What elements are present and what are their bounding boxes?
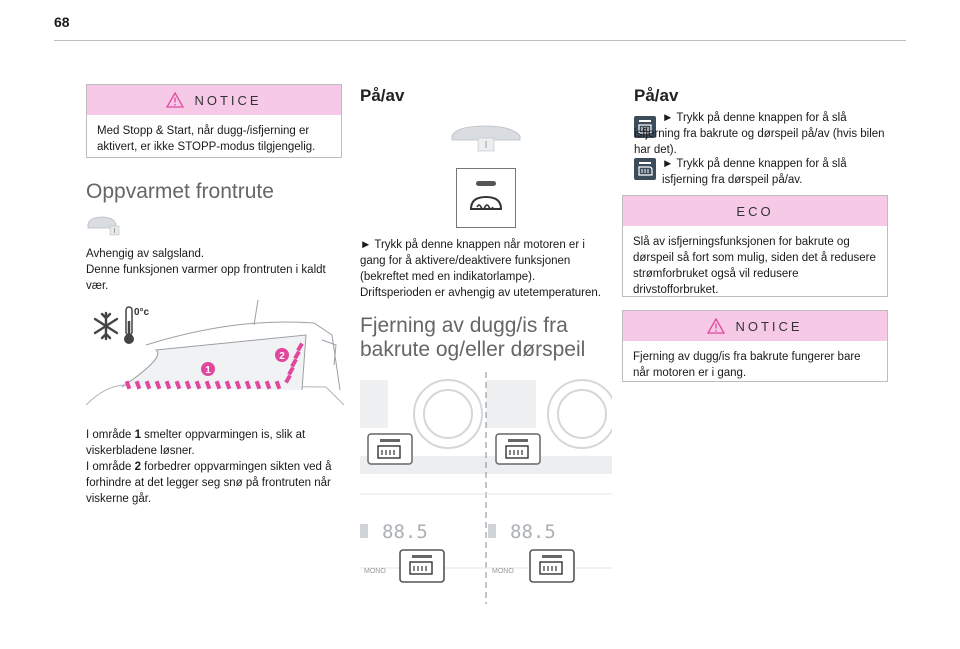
header-rule bbox=[54, 40, 906, 41]
windscreen-illustration: 0°c 1 2 bbox=[86, 299, 344, 406]
mono-label-right: MONO bbox=[492, 568, 514, 575]
item2-text: ► Trykk på denne knappen for å slå isfje… bbox=[662, 158, 847, 186]
car-equipment-icon-2 bbox=[451, 125, 521, 152]
eco-text: Slå av isfjerningsfunksjonen for bakrute… bbox=[633, 236, 876, 296]
zone2-num: 2 bbox=[134, 461, 141, 473]
sales-country-text: Avhengig av salgsland. bbox=[86, 248, 205, 260]
eco-box: ECO Slå av isfjerningsfunksjonen for bak… bbox=[622, 195, 888, 297]
windscreen-heating-icon bbox=[469, 181, 503, 210]
zone1-num: 1 bbox=[134, 429, 141, 441]
zone-1-label: 1 bbox=[205, 365, 211, 376]
mirror-defrost-instruction: ► Trykk på denne knappen for å slå isfje… bbox=[634, 156, 888, 188]
mono-label-left: MONO bbox=[364, 568, 386, 575]
function-description-text: Denne funksjonen varmer opp frontruten i… bbox=[86, 264, 326, 292]
zone2-post: forbedrer oppvarmingen sikten ved å forh… bbox=[86, 461, 332, 505]
notice-text-2: Fjerning av dugg/is fra bakrute fungerer… bbox=[633, 351, 861, 379]
mirror-defrost-button-bottom[interactable] bbox=[529, 549, 575, 583]
on-off-instruction: ► Trykk på denne knappen når motoren er … bbox=[360, 239, 585, 283]
notice-header: NOTICE bbox=[87, 85, 341, 115]
temperature-label: 0°c bbox=[134, 307, 150, 318]
zone1-pre: I område bbox=[86, 429, 135, 441]
page-number: 68 bbox=[54, 14, 70, 30]
mirror-defrost-icon bbox=[634, 158, 656, 180]
zone-1-marker bbox=[201, 362, 215, 376]
item1-text: ► Trykk på denne knappen for å slå isfje… bbox=[634, 112, 885, 156]
notice-header-2: NOTICE bbox=[623, 311, 887, 341]
operating-period-note: Driftsperioden er avhengig av utetempera… bbox=[360, 287, 602, 299]
eco-header: ECO bbox=[623, 196, 887, 226]
console-illustration: 88.5 88.5 MONO MONO bbox=[360, 372, 612, 604]
zone-2-label: 2 bbox=[279, 351, 285, 362]
zone-2-marker bbox=[275, 348, 289, 362]
heating-zone-2 bbox=[284, 342, 304, 384]
zone1-post: smelter oppvarmingen is, slik at viskerb… bbox=[86, 429, 306, 457]
rear-defrost-icon bbox=[634, 116, 656, 138]
notice-text: Med Stopp & Start, når dugg-/isfjerning … bbox=[97, 125, 316, 153]
rear-defrost-instruction: ► Trykk på denne knappen for å slå isfje… bbox=[634, 110, 888, 158]
windscreen-defrost-button[interactable] bbox=[456, 168, 516, 228]
notice-label-2: NOTICE bbox=[735, 318, 803, 334]
rear-defrost-button-top[interactable] bbox=[367, 433, 413, 465]
rear-defrost-button-bottom[interactable] bbox=[399, 549, 445, 583]
notice-box: NOTICE Med Stopp & Start, når dugg-/isfj… bbox=[86, 84, 342, 158]
eco-label: ECO bbox=[736, 203, 774, 219]
display-left: 88.5 bbox=[382, 521, 428, 543]
on-off-heading-2: På/av bbox=[634, 86, 679, 105]
snowflake-icon bbox=[93, 311, 119, 341]
warning-icon bbox=[707, 318, 726, 334]
on-off-heading: På/av bbox=[360, 86, 405, 105]
display-right: 88.5 bbox=[510, 521, 556, 543]
zone-description: I område 1 smelter oppvarmingen is, slik… bbox=[86, 427, 344, 507]
notice-box-2: NOTICE Fjerning av dugg/is fra bakrute f… bbox=[622, 310, 888, 382]
car-equipment-icon bbox=[87, 216, 120, 236]
warning-icon bbox=[166, 92, 185, 108]
zone2-pre: I område bbox=[86, 461, 135, 473]
thermometer-icon bbox=[124, 306, 134, 344]
heating-zone-1 bbox=[124, 380, 282, 390]
mirror-defrost-button-top[interactable] bbox=[495, 433, 541, 465]
rear-defrost-heading: Fjerning av dugg/is fra bakrute og/eller… bbox=[360, 314, 586, 361]
notice-label: NOTICE bbox=[194, 92, 262, 108]
heated-windscreen-heading: Oppvarmet frontrute bbox=[86, 180, 274, 203]
